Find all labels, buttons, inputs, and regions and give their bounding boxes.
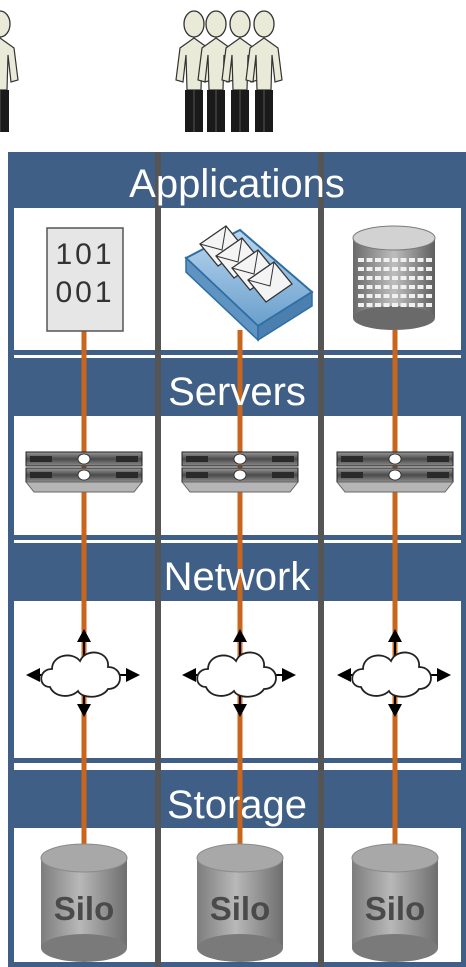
binary-digits: 101 — [55, 238, 114, 271]
section-border — [8, 962, 466, 967]
database-cylinder-icon — [352, 225, 436, 330]
rack-server-icon — [335, 451, 455, 493]
rack-server-icon — [180, 451, 300, 493]
connection-pipe — [392, 330, 398, 885]
layer-title: Servers — [168, 370, 306, 414]
frame-left-edge — [8, 152, 14, 967]
layer-title: Network — [164, 555, 312, 599]
network-cloud-icon — [182, 629, 296, 717]
rack-server-icon — [24, 451, 144, 493]
frame-right-edge — [461, 152, 466, 967]
layer-title: Applications — [129, 162, 345, 206]
binary-digits: 001 — [55, 276, 114, 309]
silo-cylinder-icon: Silo — [40, 843, 128, 962]
silo-cylinder-icon: Silo — [196, 843, 284, 962]
silo-label: Silo — [210, 890, 271, 927]
users-group-icon — [0, 10, 283, 133]
network-cloud-icon — [26, 629, 140, 717]
section-border — [8, 535, 466, 540]
column-divider — [318, 152, 324, 967]
section-border — [8, 758, 466, 763]
connection-pipe — [81, 330, 87, 885]
network-cloud-icon — [337, 629, 451, 717]
silo-label: Silo — [54, 890, 115, 927]
section-border — [8, 350, 466, 355]
layer-title: Storage — [167, 783, 307, 827]
silo-cylinder-icon: Silo — [351, 843, 439, 962]
connection-pipe — [237, 330, 243, 885]
layer-band — [8, 152, 466, 208]
mail-tray-icon — [184, 225, 314, 342]
column-divider — [155, 152, 161, 967]
silo-label: Silo — [365, 890, 426, 927]
